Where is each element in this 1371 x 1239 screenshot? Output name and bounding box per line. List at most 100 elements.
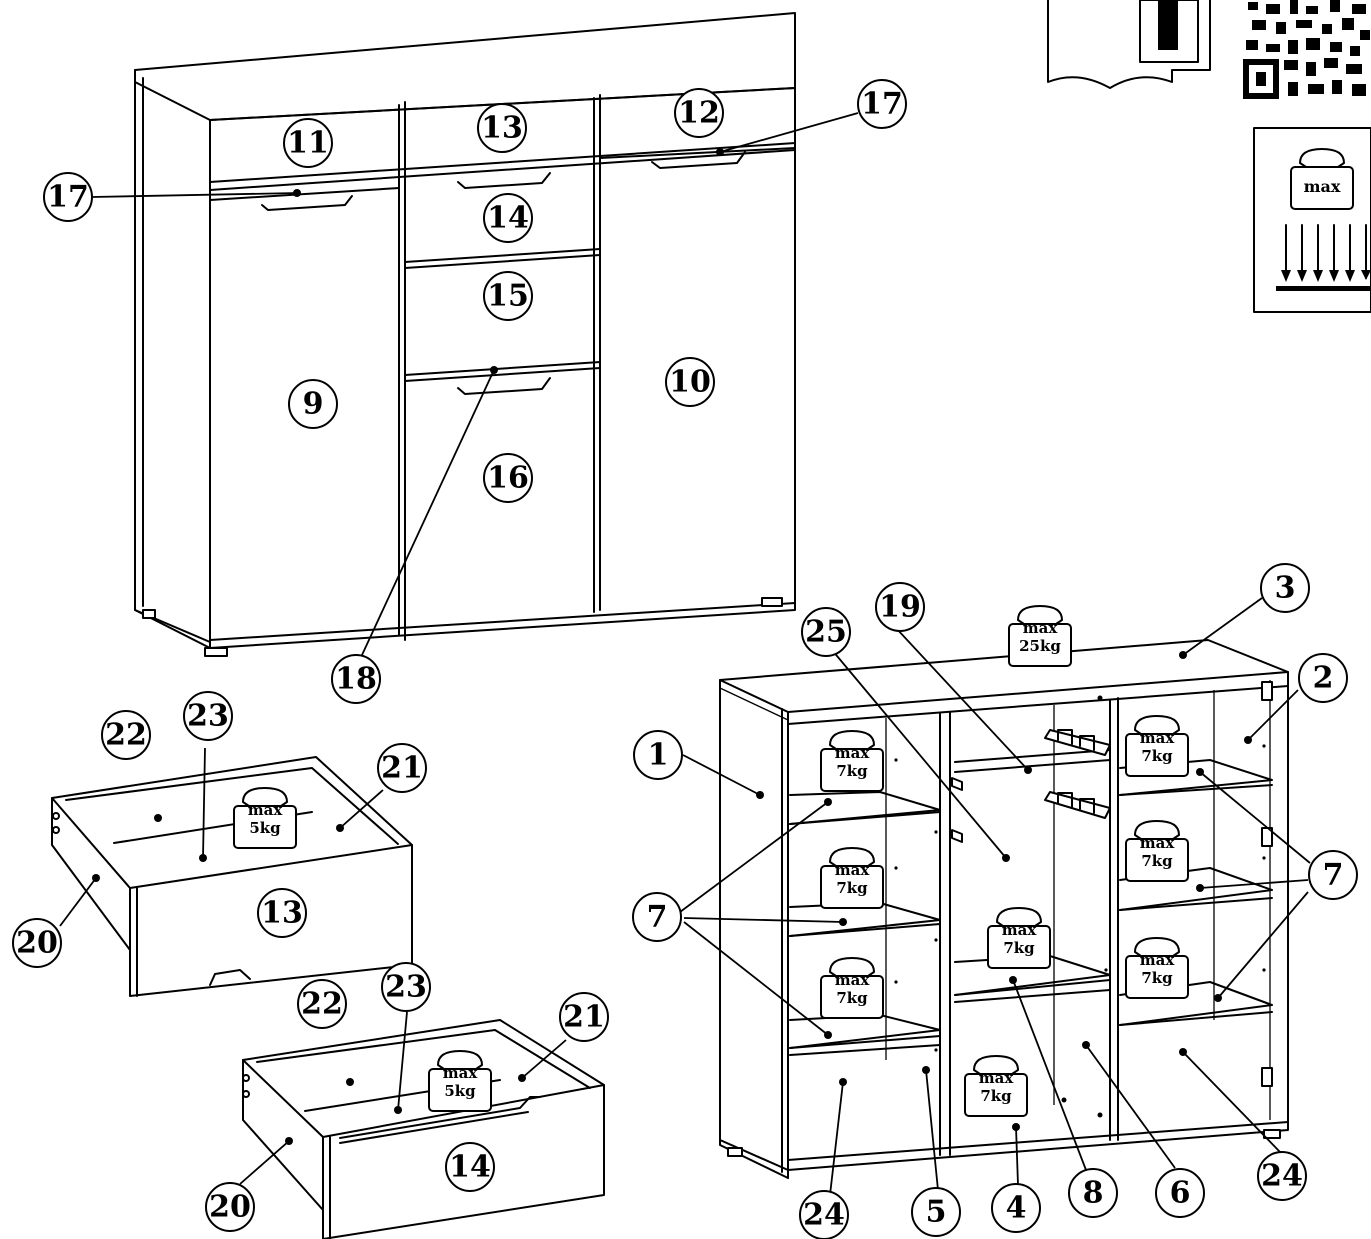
svg-text:15: 15 — [487, 279, 529, 314]
callout-17: 17 — [43, 172, 93, 222]
drawer-14 — [242, 1019, 605, 1239]
svg-text:3: 3 — [1275, 571, 1296, 606]
svg-text:23: 23 — [187, 699, 229, 734]
drawer-13 — [51, 756, 413, 997]
callout-13: 13 — [477, 103, 527, 153]
svg-text:20: 20 — [209, 1190, 251, 1225]
weight-value-text: 5kg — [444, 1082, 476, 1100]
callout-22: 22 — [101, 710, 151, 760]
weight-max-text: max — [248, 801, 284, 819]
svg-text:11: 11 — [287, 126, 329, 161]
callout-17: 17 — [857, 79, 907, 129]
callouts: 11 13 12 17 17 14 15 10 9 16 18 19 25 3 … — [12, 79, 1358, 1239]
weight-value-text: 7kg — [836, 989, 868, 1007]
svg-text:13: 13 — [261, 896, 303, 931]
svg-text:21: 21 — [563, 1000, 605, 1035]
weight-value-text: 7kg — [980, 1087, 1012, 1105]
svg-text:24: 24 — [803, 1198, 845, 1233]
callout-9: 9 — [288, 379, 338, 429]
callout-18: 18 — [331, 654, 381, 704]
svg-text:25: 25 — [805, 615, 847, 650]
callout-21: 21 — [377, 743, 427, 793]
weight-max-text: max — [835, 744, 871, 762]
svg-text:22: 22 — [105, 718, 147, 753]
callout-7: 7 — [632, 892, 682, 942]
max-load-icon: max — [1253, 127, 1371, 313]
callout-25: 25 — [801, 607, 851, 657]
weight-value-text: 7kg — [1141, 852, 1173, 870]
callout-24: 24 — [799, 1190, 849, 1239]
callout-15: 15 — [483, 271, 533, 321]
callout-4: 4 — [991, 1183, 1041, 1233]
leader-lines — [59, 112, 1311, 1196]
svg-text:21: 21 — [381, 751, 423, 786]
callout-23: 23 — [381, 962, 431, 1012]
svg-text:2: 2 — [1313, 661, 1334, 696]
weight-value-text: 7kg — [836, 879, 868, 897]
callout-14: 14 — [445, 1142, 495, 1192]
leader-dots — [92, 148, 1252, 1145]
callout-2: 2 — [1298, 653, 1348, 703]
svg-text:24: 24 — [1261, 1159, 1303, 1194]
callout-5: 5 — [911, 1187, 961, 1237]
weight-max-text: max — [1140, 834, 1176, 852]
weight-max-text: max — [443, 1064, 479, 1082]
weight-max-text: max — [1140, 951, 1176, 969]
weight-max-text: max — [835, 971, 871, 989]
svg-text:22: 22 — [301, 987, 343, 1022]
callout-22: 22 — [297, 979, 347, 1029]
svg-text:8: 8 — [1083, 1176, 1104, 1211]
svg-text:14: 14 — [487, 201, 529, 236]
weight-value-text: 25kg — [1019, 637, 1061, 655]
weight-value-text: 7kg — [836, 762, 868, 780]
callout-23: 23 — [183, 691, 233, 741]
svg-text:6: 6 — [1170, 1176, 1191, 1211]
open-carcass — [719, 639, 1289, 1179]
svg-text:19: 19 — [879, 590, 921, 625]
callout-24: 24 — [1257, 1151, 1307, 1201]
drawer-runner-icon — [951, 729, 1111, 843]
weight-value-text: 7kg — [1003, 939, 1035, 957]
svg-text:5: 5 — [926, 1195, 947, 1230]
svg-text:18: 18 — [335, 662, 377, 697]
qr-code-icon — [1243, 0, 1371, 100]
callout-19: 19 — [875, 582, 925, 632]
svg-text:17: 17 — [861, 87, 903, 122]
svg-text:16: 16 — [487, 461, 529, 496]
svg-text:7: 7 — [647, 900, 668, 935]
weight-value-text: 7kg — [1141, 969, 1173, 987]
assembled-cabinet — [134, 12, 796, 657]
weight-max-text: max — [835, 861, 871, 879]
svg-text:9: 9 — [303, 387, 324, 422]
weight-value-text: 7kg — [1141, 747, 1173, 765]
weight-max-text: max — [1002, 921, 1038, 939]
svg-text:1: 1 — [648, 738, 669, 773]
callout-16: 16 — [483, 453, 533, 503]
callout-12: 12 — [674, 88, 724, 138]
svg-text:23: 23 — [385, 970, 427, 1005]
svg-text:14: 14 — [449, 1150, 491, 1185]
callout-6: 6 — [1155, 1168, 1205, 1218]
callout-20: 20 — [12, 918, 62, 968]
svg-text:20: 20 — [16, 926, 58, 961]
svg-text:4: 4 — [1006, 1191, 1027, 1226]
svg-text:13: 13 — [481, 111, 523, 146]
callout-10: 10 — [665, 357, 715, 407]
callout-8: 8 — [1068, 1168, 1118, 1218]
svg-text:10: 10 — [669, 365, 711, 400]
hinge-icon — [1261, 681, 1273, 1087]
callout-14: 14 — [483, 193, 533, 243]
callout-7: 7 — [1308, 850, 1358, 900]
callout-11: 11 — [283, 118, 333, 168]
